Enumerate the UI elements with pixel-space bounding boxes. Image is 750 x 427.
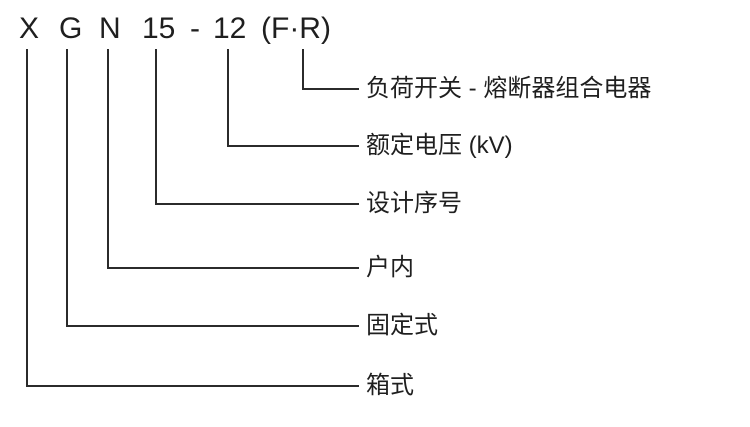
code-part-dash: - <box>190 12 200 45</box>
label-indoor: 户内 <box>366 254 414 281</box>
line-fr-to-label <box>302 49 359 90</box>
line-12-to-label <box>227 49 359 147</box>
code-part-fr: (F·R) <box>261 12 331 45</box>
code-part-voltage: 12 <box>213 12 247 45</box>
code-part-x: X <box>19 12 40 45</box>
code-part-g: G <box>59 12 83 45</box>
line-x-to-label <box>26 49 359 387</box>
label-box-type: 箱式 <box>366 372 414 399</box>
code-part-n: N <box>99 12 121 45</box>
line-15-to-label <box>155 49 359 205</box>
label-rated-voltage: 额定电压 (kV) <box>366 132 513 159</box>
line-n-to-label <box>107 49 359 269</box>
code-part-serial: 15 <box>142 12 176 45</box>
label-load-switch-fuse-combination: 负荷开关 - 熔断器组合电器 <box>366 75 652 102</box>
line-g-to-label <box>66 49 359 327</box>
label-design-serial: 设计序号 <box>366 190 462 217</box>
label-fixed-type: 固定式 <box>366 312 438 339</box>
